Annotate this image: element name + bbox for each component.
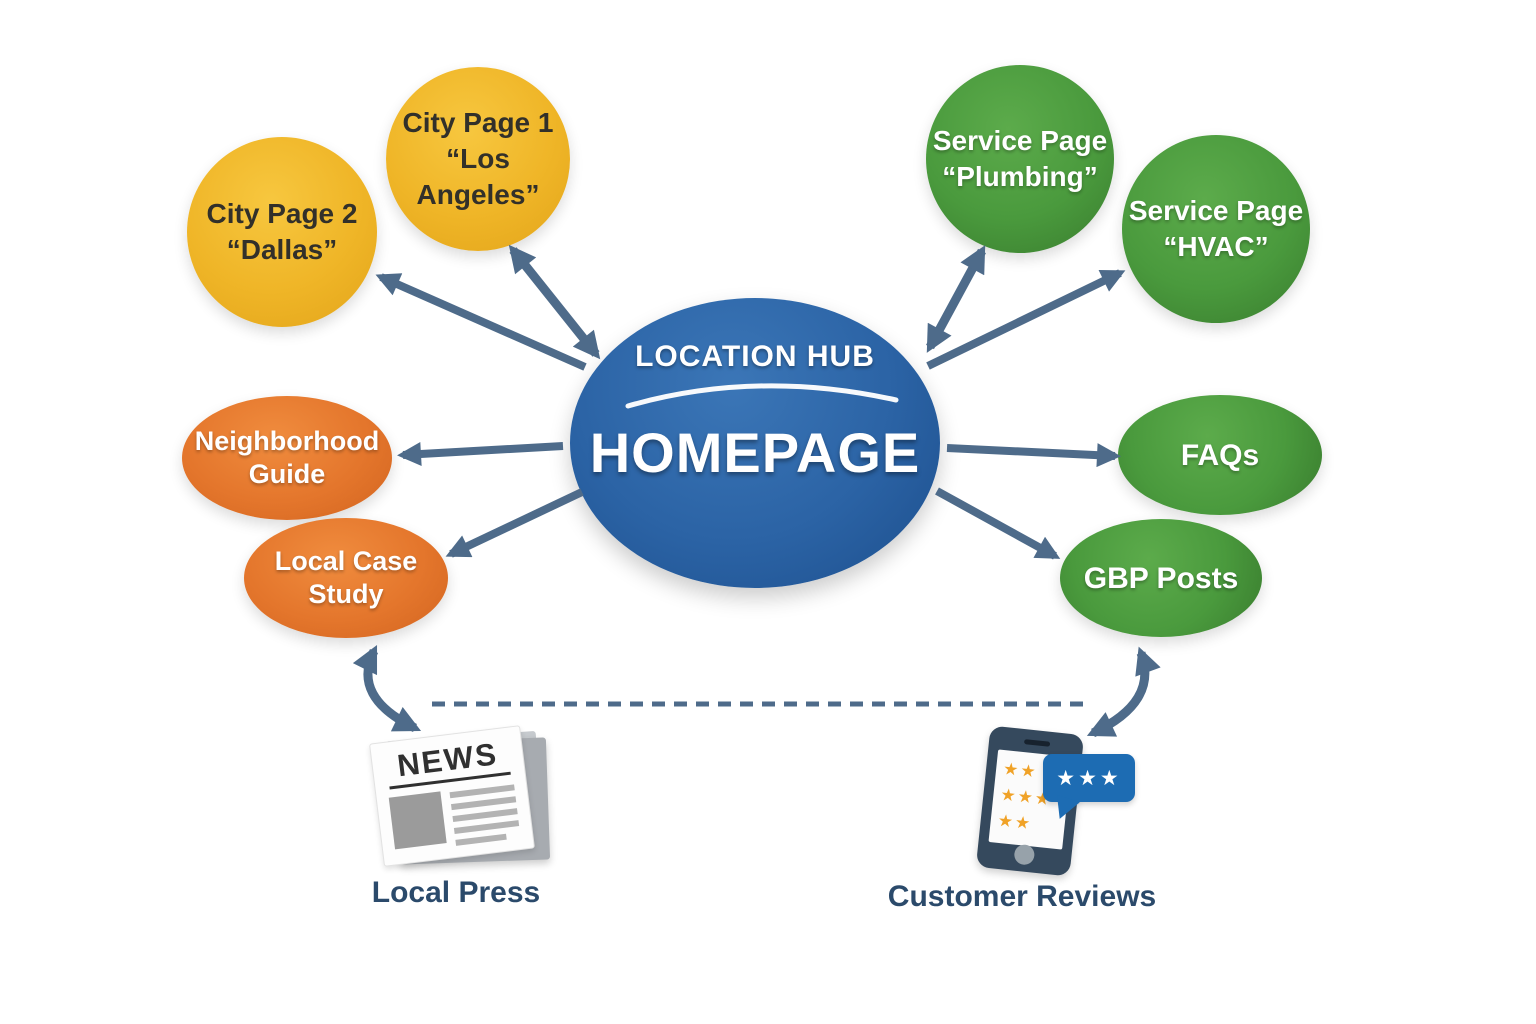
connector-hub-faqs (946, 443, 1121, 468)
node-gbp-posts-label: GBP Posts (1083, 561, 1239, 595)
node-service-hvac-line2: “HVAC” (1163, 231, 1269, 262)
node-gbp-posts: GBP Posts (1060, 519, 1262, 637)
node-local-case-study-line1: Local Case (274, 546, 418, 577)
customer-reviews-label: Customer Reviews (887, 880, 1157, 913)
node-local-case-study-line2: Study (308, 579, 384, 609)
news-photo-placeholder (388, 791, 447, 850)
hub-eyebrow-label: LOCATION HUB (635, 340, 875, 373)
node-faqs: FAQs (1118, 395, 1322, 515)
news-text-lines (449, 782, 520, 846)
node-local-case-study: Local Case Study (244, 518, 448, 638)
bubble-stars: ★★★ (1056, 766, 1122, 790)
connector-hub-city-page-1 (508, 244, 601, 360)
node-city-page-1-line1: City Page 1 (402, 107, 554, 139)
node-neighborhood-guide-line1: Neighborhood (194, 426, 380, 457)
connector-hub-service-plumbing (926, 245, 986, 353)
review-speech-bubble-icon: ★★★ (1043, 754, 1135, 824)
node-city-page-1: City Page 1 “Los Angeles” (386, 67, 570, 251)
newspaper-icon: NEWS (369, 725, 558, 880)
local-press-label: Local Press (371, 876, 541, 909)
connector-hub-local-case-study (445, 488, 584, 558)
node-city-page-2-line1: City Page 2 (206, 198, 358, 230)
connector-hub-city-page-2 (375, 273, 587, 371)
node-city-page-2-line2: “Dallas” (226, 234, 338, 265)
connector-gbp-posts-customer-reviews (1086, 646, 1161, 738)
node-service-plumbing: Service Page “Plumbing” (926, 65, 1114, 253)
phone-reviews-icon: ★★ ★★★ ★★ ★★★ (975, 724, 1145, 879)
node-homepage-hub: LOCATION HUB HOMEPAGE (570, 298, 940, 588)
connector-hub-neighborhood-guide (397, 442, 564, 466)
node-faqs-label: FAQs (1180, 438, 1260, 472)
phone-speaker-icon (1023, 739, 1051, 747)
node-service-hvac: Service Page “HVAC” (1122, 135, 1310, 323)
node-service-plumbing-line1: Service Page (932, 124, 1108, 156)
node-service-hvac-line1: Service Page (1128, 194, 1304, 226)
connector-hub-service-hvac (926, 269, 1126, 370)
phone-home-button-icon (1013, 843, 1036, 866)
node-city-page-1-line2: “Los Angeles” (416, 143, 540, 210)
node-neighborhood-guide: Neighborhood Guide (182, 396, 392, 520)
node-neighborhood-guide-line2: Guide (248, 459, 326, 489)
node-service-plumbing-line2: “Plumbing” (942, 161, 1098, 192)
node-city-page-2: City Page 2 “Dallas” (187, 137, 377, 327)
hub-title-label: HOMEPAGE (589, 421, 921, 484)
newspaper-front-page-icon: NEWS (369, 725, 535, 867)
connector-case-study-local-press (352, 644, 422, 733)
connector-hub-gbp-posts (935, 487, 1061, 560)
